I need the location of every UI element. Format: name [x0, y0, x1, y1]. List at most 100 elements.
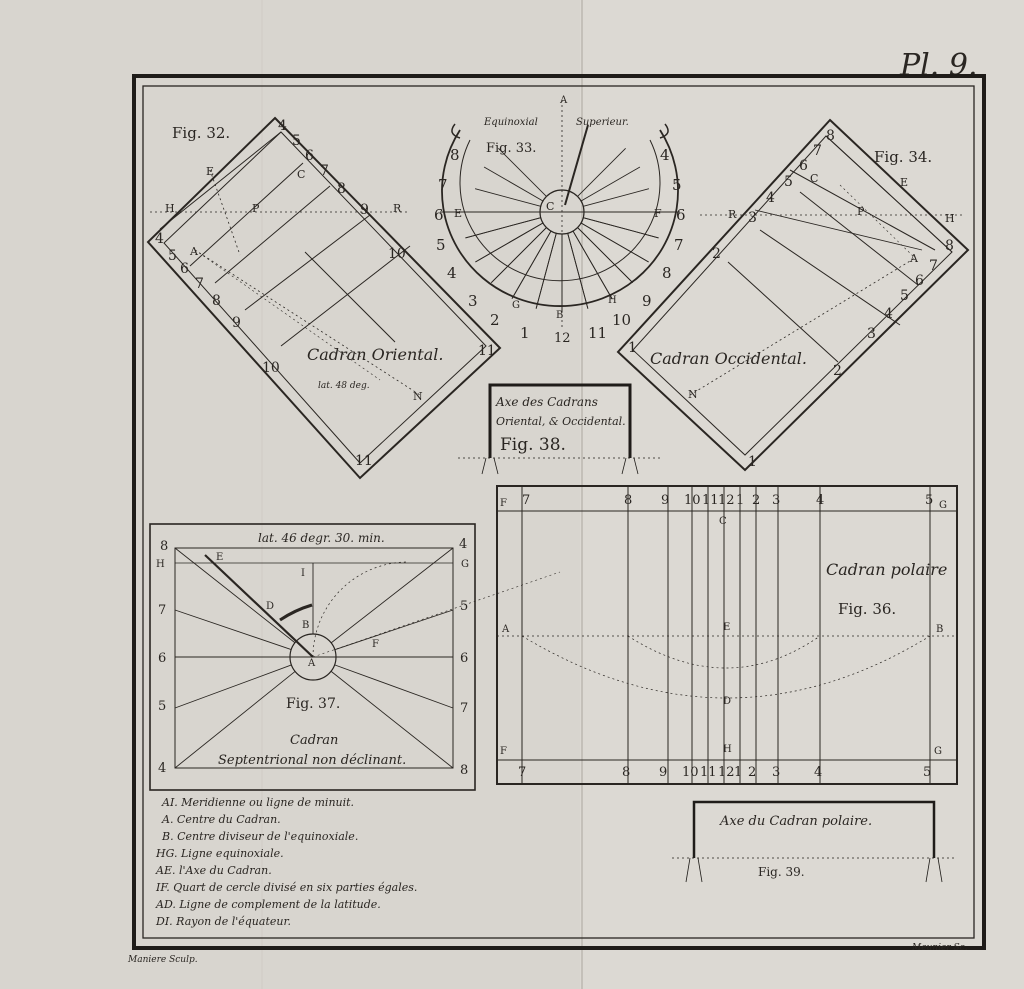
fig37-point-b: B — [302, 620, 309, 631]
fig37-ray — [334, 609, 454, 651]
fig32-hour-left: 10 — [262, 360, 280, 376]
fig36-hour-bottom: 1 — [734, 765, 742, 780]
fig33-ray — [580, 222, 649, 263]
fig33-hour-left: 2 — [490, 311, 500, 329]
fig32-hour-top: 10 — [388, 246, 406, 262]
fig33-hour-rays — [462, 148, 662, 312]
fig32-title: Cadran Oriental. — [307, 345, 443, 364]
fig33-hour-right: 10 — [612, 311, 631, 329]
fig37-points: H G E I D B A F — [156, 552, 469, 669]
engraver-right: Meunier Sc. — [911, 943, 968, 953]
fig33-ray — [572, 230, 613, 299]
fig33-hour-left: 7 — [438, 176, 448, 194]
fig36-point-e: E — [723, 622, 730, 633]
fig36-top-numbers: 7 8 9 10 11 12 1 2 3 4 5 — [522, 493, 933, 508]
fig36-point-f-bottom: F — [500, 746, 507, 757]
fig34-hour-left: 1 — [628, 340, 637, 356]
fig33-hour-left: 3 — [468, 292, 478, 310]
fig36-polar-dial — [496, 485, 958, 785]
fig34-occidental-dial — [616, 118, 970, 472]
fig34-hour-right: 2 — [833, 363, 842, 379]
fig37-point-g: G — [461, 559, 469, 570]
fig37-hour-left: 8 — [160, 539, 168, 554]
fig37-label: Fig. 37. — [286, 696, 340, 712]
fig34-hour-right: 1 — [748, 454, 757, 470]
fig36-hour-bottom: 8 — [622, 765, 630, 780]
fig32-point-h: H — [165, 202, 175, 215]
fig34-label: Fig. 34. — [874, 148, 932, 166]
fig34-hour-top: 7 — [813, 143, 822, 159]
fig33-ray — [483, 166, 544, 202]
fig37-hour-rays — [174, 547, 454, 769]
fig34-point-e: E — [900, 176, 908, 189]
fig37-title-line1: Cadran — [290, 733, 338, 748]
left-leaf — [0, 0, 580, 989]
fig34-hour-right: 6 — [915, 273, 924, 289]
fig37-hour-left: 4 — [158, 761, 166, 776]
fig34-top-numbers: 3 4 5 6 7 8 — [748, 128, 835, 226]
fig33-ray — [577, 227, 634, 284]
fig36-hour-lines — [627, 486, 821, 784]
fig34-point-r: R — [728, 208, 737, 221]
fig38-text-line1: Axe des Cadrans — [495, 395, 598, 409]
legend-item: AD. Ligne de complement de la latitude. — [155, 898, 381, 911]
fig32-top-numbers: 4 5 6 7 8 9 10 11 — [278, 118, 496, 359]
fig37-ray — [334, 664, 454, 709]
fig34-point-a: A — [909, 252, 919, 265]
fig34-hour-right: 3 — [867, 326, 876, 342]
fig33-ray — [583, 188, 650, 207]
fig36-point-d: D — [723, 696, 731, 707]
fig36-points: F G A B C E D F G H — [500, 498, 947, 757]
fig32-hour-top: 7 — [320, 163, 329, 179]
fig33-ray — [465, 217, 541, 239]
fig36-point-g-bottom: G — [934, 746, 942, 757]
fig32-hour-top: 11 — [478, 343, 496, 359]
fig36-hour-top: 4 — [816, 493, 824, 508]
fig34-right-numbers: 8 7 6 5 4 3 2 1 — [748, 238, 954, 470]
fig33-hour-right: 7 — [674, 236, 684, 254]
fig33-point-h: H — [608, 295, 617, 306]
fig33-hour-left: 8 — [450, 146, 460, 164]
fig33-ray — [577, 148, 626, 197]
inner-frame — [142, 85, 975, 939]
fig37-left-numbers: 8 7 6 5 4 — [158, 539, 168, 776]
fig32-hour-top: 6 — [305, 148, 314, 164]
fig37-ray — [174, 671, 296, 769]
fig34-hour-top: 3 — [748, 210, 757, 226]
legend-item: B. Centre diviseur de l'equinoxiale. — [161, 830, 358, 843]
fig36-point-b: B — [936, 624, 943, 635]
fig33-hour-left: 4 — [447, 264, 457, 282]
fig33-point-e: E — [454, 207, 462, 220]
fig38-label: Fig. 38. — [500, 435, 566, 455]
fig33-hour-right: 4 — [660, 146, 670, 164]
fig34-hour-top: 8 — [826, 128, 835, 144]
fig33-ray — [583, 217, 659, 239]
fig36-hour-top: 3 — [772, 493, 780, 508]
fig37-right-numbers: 4 5 6 7 8 — [459, 537, 468, 778]
fig37-hour-right: 6 — [460, 651, 468, 666]
fig36-hour-bottom: 12 — [718, 765, 735, 780]
fig32-hour-left: 4 — [155, 231, 164, 247]
fig33-label: Fig. 33. — [486, 141, 536, 156]
fig32-hour-left: 7 — [195, 276, 204, 292]
fig32-latitude: lat. 48 deg. — [318, 381, 370, 391]
fig36-hour-top: 8 — [624, 493, 632, 508]
fig37-point-i: I — [301, 568, 305, 579]
fig34-hour-right: 7 — [929, 258, 938, 274]
fig39-label: Fig. 39. — [758, 865, 805, 879]
fig37-title-line2: Septentrional non déclinant. — [218, 753, 406, 768]
fig33-ray — [580, 166, 641, 202]
fig33-bottom-numbers: 12 — [554, 331, 571, 346]
fig37-hour-right: 7 — [460, 701, 468, 716]
fig33-ray — [535, 233, 557, 309]
fig33-hour-left: 1 — [520, 324, 530, 342]
fig37-point-d: D — [266, 601, 274, 612]
fig33-caption-right: Superieur. — [576, 117, 629, 128]
fig34-hour-top: 6 — [799, 158, 808, 174]
fig36-hour-bottom: 10 — [682, 765, 699, 780]
fig32-hour-left: 5 — [168, 248, 177, 264]
fig32-hour-top: 5 — [292, 133, 301, 149]
fig37-point-h: H — [156, 559, 165, 570]
fig36-hour-bottom: 7 — [518, 765, 526, 780]
